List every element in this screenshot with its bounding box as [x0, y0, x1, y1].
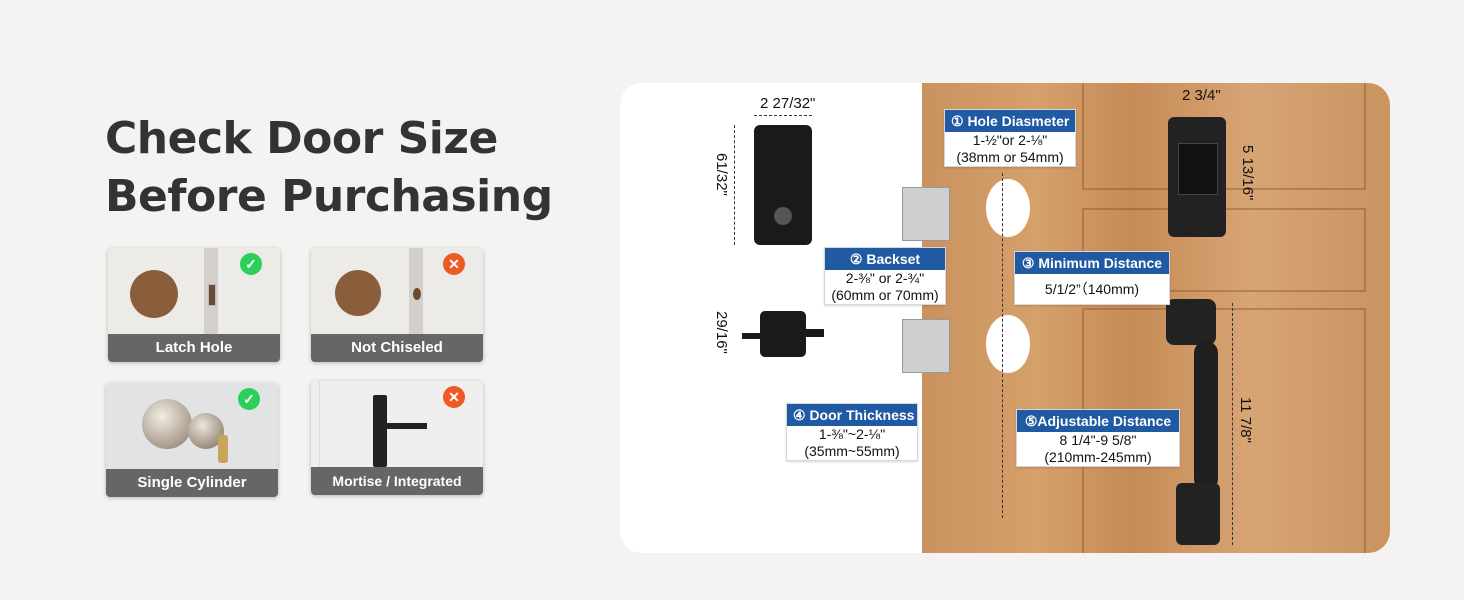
deadbolt-width-label: 2 27/32": [760, 95, 816, 112]
keypad-height-label: 5 13/16": [1239, 145, 1256, 201]
hole-diameter-label: ① Hole Diasmeter 1-½"or 2-⅛" (38mm or 54…: [944, 109, 1076, 167]
bore-hole-upper: [986, 179, 1030, 237]
adjustable-distance-label: ⑤Adjustable Distance 8 1/4"-9 5/8" (210m…: [1016, 409, 1180, 467]
door-thickness-label: ④ Door Thickness 1-⅜"~2-⅛" (35mm~55mm): [786, 403, 918, 461]
knob-graphic: [142, 399, 192, 449]
page-title: Check Door Size Before Purchasing: [105, 110, 553, 226]
check-icon: ✓: [238, 388, 260, 410]
card-not-chiseled: ✕ Not Chiseled: [311, 248, 483, 362]
hole-graphic: [130, 270, 178, 318]
deadbolt-height-label: 61/32": [713, 153, 730, 196]
minimum-distance-label: ③ Minimum Distance 5/1/2”（140mm): [1014, 251, 1170, 305]
title-line-2: Before Purchasing: [105, 171, 553, 222]
cross-icon: ✕: [443, 253, 465, 275]
title-line-1: Check Door Size: [105, 113, 498, 164]
card-caption: Latch Hole: [108, 334, 280, 362]
check-icon: ✓: [240, 253, 262, 275]
card-caption: Single Cylinder: [106, 469, 278, 497]
bore-hole-lower: [986, 315, 1030, 373]
deadbolt-side-image: [760, 311, 806, 357]
handle-height-label: 11 7/8": [1237, 397, 1254, 443]
door-edge-image: [311, 248, 483, 334]
card-single-cylinder: ✓ Single Cylinder: [106, 383, 278, 497]
lever-graphic: [377, 423, 427, 429]
card-mortise: ✕ Mortise / Integrated: [311, 381, 483, 495]
latch-upper-image: [902, 187, 950, 241]
card-caption: Not Chiseled: [311, 334, 483, 362]
backset-label: ② Backset 2-⅜" or 2-¾" (60mm or 70mm): [824, 247, 946, 305]
cross-icon: ✕: [443, 386, 465, 408]
card-caption: Mortise / Integrated: [311, 467, 483, 495]
key-graphic: [218, 435, 228, 463]
hole-graphic: [335, 270, 381, 316]
keypad-graphic: [1178, 143, 1218, 195]
handle-image: [1166, 299, 1216, 345]
keypad-width-label: 2 3/4": [1182, 87, 1221, 104]
latch-lower-image: [902, 319, 950, 373]
dimension-panel: 2 27/32" 61/32" 29/16" 2 3/4" 5 13/16" 1…: [620, 83, 1390, 553]
mortise-plate-graphic: [373, 395, 387, 467]
keypad-image: [1168, 117, 1226, 237]
deadbolt-depth-label: 29/16": [713, 311, 730, 354]
card-latch-hole: ✓ Latch Hole: [108, 248, 280, 362]
deadbolt-image: [754, 125, 812, 245]
